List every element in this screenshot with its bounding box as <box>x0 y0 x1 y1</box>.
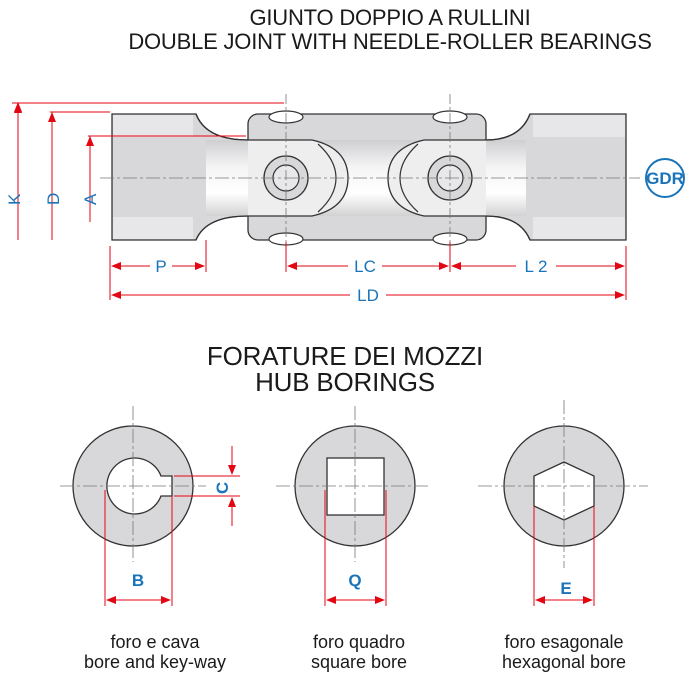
dim-E: E <box>560 579 571 598</box>
caption-square-bore-it: foro quadro <box>312 632 406 652</box>
vertical-dimensions <box>12 102 284 240</box>
dim-C: C <box>213 482 232 494</box>
caption-keyed-bore: foro e cava bore and key-way <box>45 632 265 672</box>
dim-Q: Q <box>348 571 361 590</box>
hub-title-english: HUB BORINGS <box>255 367 435 397</box>
dim-LC: LC <box>354 257 376 276</box>
gdr-label: GDR <box>646 169 684 188</box>
dim-LD: LD <box>357 286 379 305</box>
dim-A: A <box>81 193 100 205</box>
caption-keyed-bore-en: bore and key-way <box>83 652 227 672</box>
double-joint <box>100 94 640 268</box>
title-italian: GIUNTO DOPPIO A RULLINI <box>249 5 531 30</box>
hub-title-italian: FORATURE DEI MOZZI <box>206 341 484 371</box>
dim-P: P <box>155 257 166 276</box>
caption-hex-bore-it: foro esagonale <box>504 632 624 652</box>
dim-K: K <box>5 193 24 205</box>
hub-hexagonal-bore <box>478 400 648 606</box>
hub-square-bore <box>276 406 430 606</box>
caption-hex-bore: foro esagonale hexagonal bore <box>454 632 674 672</box>
horizontal-dimensions <box>109 240 627 300</box>
dim-L2: L 2 <box>524 257 547 276</box>
caption-keyed-bore-it: foro e cava <box>110 632 200 652</box>
dim-B: B <box>132 571 144 590</box>
dim-D: D <box>44 193 63 205</box>
caption-square-bore-en: square bore <box>310 652 408 672</box>
gdr-badge: GDR <box>645 158 685 198</box>
caption-square-bore: foro quadro square bore <box>249 632 469 672</box>
hub-keyed-bore <box>60 406 240 606</box>
title-english: DOUBLE JOINT WITH NEEDLE-ROLLER BEARINGS <box>128 29 652 54</box>
caption-hex-bore-en: hexagonal bore <box>501 652 627 672</box>
